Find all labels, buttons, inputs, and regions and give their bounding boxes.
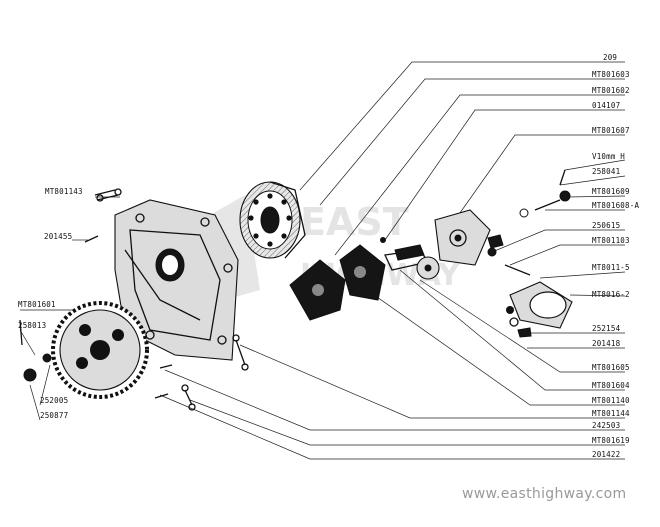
gearbox-cover-housing (114, 199, 239, 361)
small-hardware-left (19, 188, 249, 411)
gasket-plate-1 (289, 259, 346, 321)
label-mt801607: MT801607 (592, 126, 630, 135)
label-258041: 258041 (592, 167, 620, 176)
label-201418: 201418 (592, 339, 621, 348)
label-mt801605: MT801605 (592, 363, 630, 372)
label-252005: 252005 (40, 396, 68, 405)
label-209: 209 (603, 53, 617, 62)
label-mt801143: MT801143 (45, 187, 83, 196)
label-mt801619: MT801619 (592, 436, 630, 445)
label-mt801140: MT801140 (592, 396, 630, 405)
label-250877: 250877 (40, 411, 68, 420)
large-spur-gear (51, 301, 149, 399)
label-201422: 201422 (592, 450, 620, 459)
label-201455: 201455 (44, 232, 72, 241)
label-mt801603: MT801603 (592, 70, 630, 79)
leader-lines (19, 61, 626, 460)
label-v10mm-h: V10mm H (592, 152, 625, 161)
small-hardware-right (380, 169, 571, 338)
label-mt8011-5: MT8011-5 (592, 263, 630, 272)
label-014107: 014107 (592, 101, 620, 110)
website-watermark: www.easthighway.com (462, 486, 627, 502)
label-250615: 250615 (592, 221, 620, 230)
filter-cup (506, 281, 573, 329)
part-labels-right: 209 MT801603 MT801602 014107 MT801607 V1… (592, 53, 639, 459)
watermark-brand-line1: EAST (300, 200, 409, 244)
oil-pump-body (434, 209, 504, 266)
label-mt801609: MT801609 (592, 187, 630, 196)
label-mt801601: MT801601 (18, 300, 56, 309)
label-mt801144: MT801144 (592, 409, 630, 418)
label-mt801604: MT801604 (592, 381, 630, 390)
label-mt801103: MT801103 (592, 236, 630, 245)
gasket-plate-2 (339, 244, 386, 301)
label-mt8016-2: MT8016-2 (592, 290, 630, 299)
label-mt801608-a: MT801608-A (592, 201, 639, 210)
label-252154: 252154 (592, 324, 621, 333)
part-labels-left: MT801143 201455 MT801601 258013 252005 2… (18, 187, 83, 420)
label-242503: 242503 (592, 421, 620, 430)
ball-bearing (239, 181, 306, 259)
label-258013: 258013 (18, 321, 46, 330)
label-mt801602: MT801602 (592, 86, 630, 95)
pump-shaft-gear (384, 244, 440, 280)
